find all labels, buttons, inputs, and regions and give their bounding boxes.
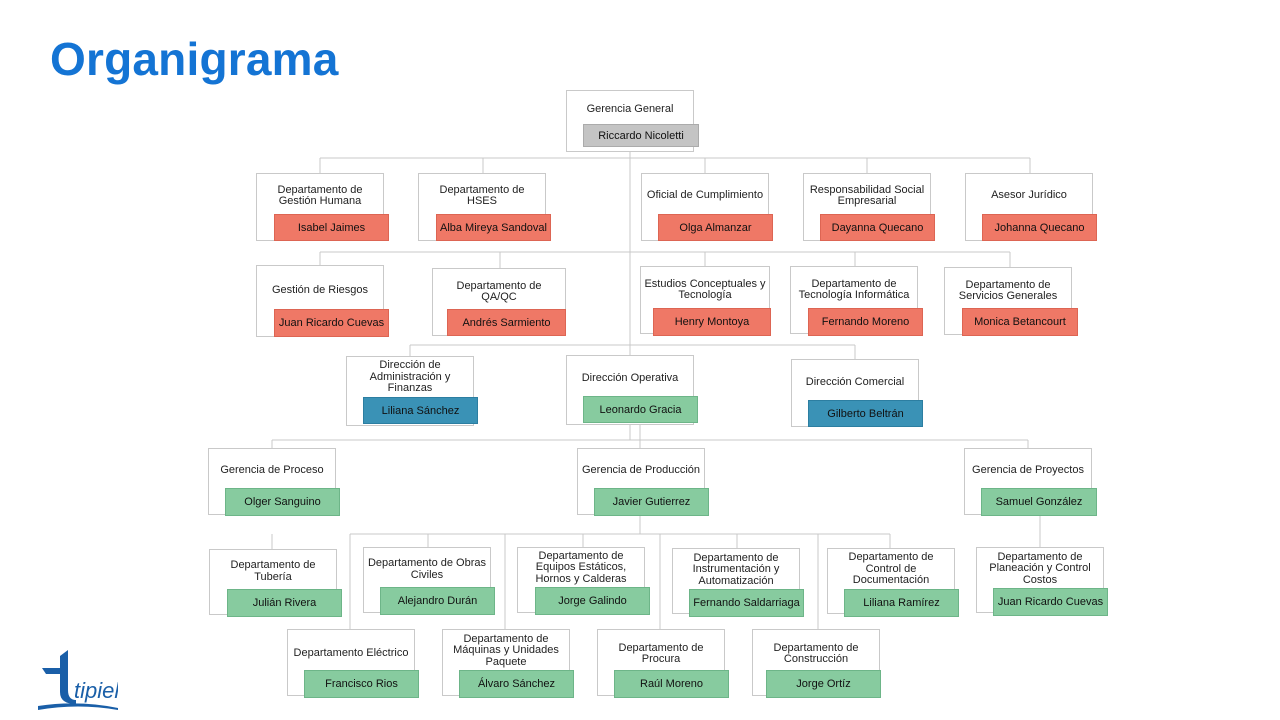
org-node-name: Juan Ricardo Cuevas bbox=[274, 309, 389, 337]
org-node-role: Oficial de Cumplimiento bbox=[646, 189, 764, 202]
org-node-name: Álvaro Sánchez bbox=[459, 670, 574, 698]
org-node-name: Dayanna Quecano bbox=[820, 214, 935, 241]
org-node-role: Dirección Comercial bbox=[805, 376, 905, 389]
org-node-name: Javier Gutierrez bbox=[594, 488, 709, 516]
logo-text: tipiel bbox=[74, 678, 118, 703]
org-node-name: Fernando Saldarriaga bbox=[689, 589, 804, 617]
org-node-name: Leonardo Gracia bbox=[583, 396, 698, 423]
org-node-role: Gerencia de Proyectos bbox=[972, 464, 1084, 477]
org-node-name: Jorge Ortíz bbox=[766, 670, 881, 698]
org-node-role: Gerencia General bbox=[586, 103, 674, 116]
page-title: Organigrama bbox=[50, 33, 339, 85]
org-node-name: Raúl Moreno bbox=[614, 670, 729, 698]
org-node-name: Henry Montoya bbox=[653, 308, 771, 336]
org-node-role: Asesor Jurídico bbox=[991, 189, 1067, 202]
org-node-name: Julián Rivera bbox=[227, 589, 342, 617]
org-node-role: Dirección Operativa bbox=[581, 372, 679, 385]
org-node-name: Liliana Sánchez bbox=[363, 397, 478, 424]
org-node-name: Fernando Moreno bbox=[808, 308, 923, 336]
tipiel-logo-icon: tipiel bbox=[38, 650, 118, 710]
org-node-name: Alba Mireya Sandoval bbox=[436, 214, 551, 241]
org-node-name: Monica Betancourt bbox=[962, 308, 1078, 336]
org-node-name: Riccardo Nicoletti bbox=[583, 124, 699, 147]
org-node-name: Olger Sanguino bbox=[225, 488, 340, 516]
org-node-role: Gerencia de Proceso bbox=[220, 464, 324, 477]
org-node-role: Gestión de Riesgos bbox=[272, 283, 368, 296]
org-node-role: Gerencia de Producción bbox=[581, 464, 700, 477]
org-node-name: Johanna Quecano bbox=[982, 214, 1097, 241]
org-node-name: Samuel González bbox=[981, 488, 1097, 516]
org-node-name: Andrés Sarmiento bbox=[447, 309, 566, 336]
org-node-name: Francisco Rios bbox=[304, 670, 419, 698]
org-node-name: Jorge Galindo bbox=[535, 587, 650, 615]
org-node-name: Alejandro Durán bbox=[380, 587, 495, 615]
org-node-name: Gilberto Beltrán bbox=[808, 400, 923, 427]
org-node-name: Isabel Jaimes bbox=[274, 214, 389, 241]
org-node-name: Olga Almanzar bbox=[658, 214, 773, 241]
org-node-name: Liliana Ramírez bbox=[844, 589, 959, 617]
org-node-name: Juan Ricardo Cuevas bbox=[993, 588, 1108, 616]
org-node-role: Departamento Eléctrico bbox=[293, 647, 409, 660]
